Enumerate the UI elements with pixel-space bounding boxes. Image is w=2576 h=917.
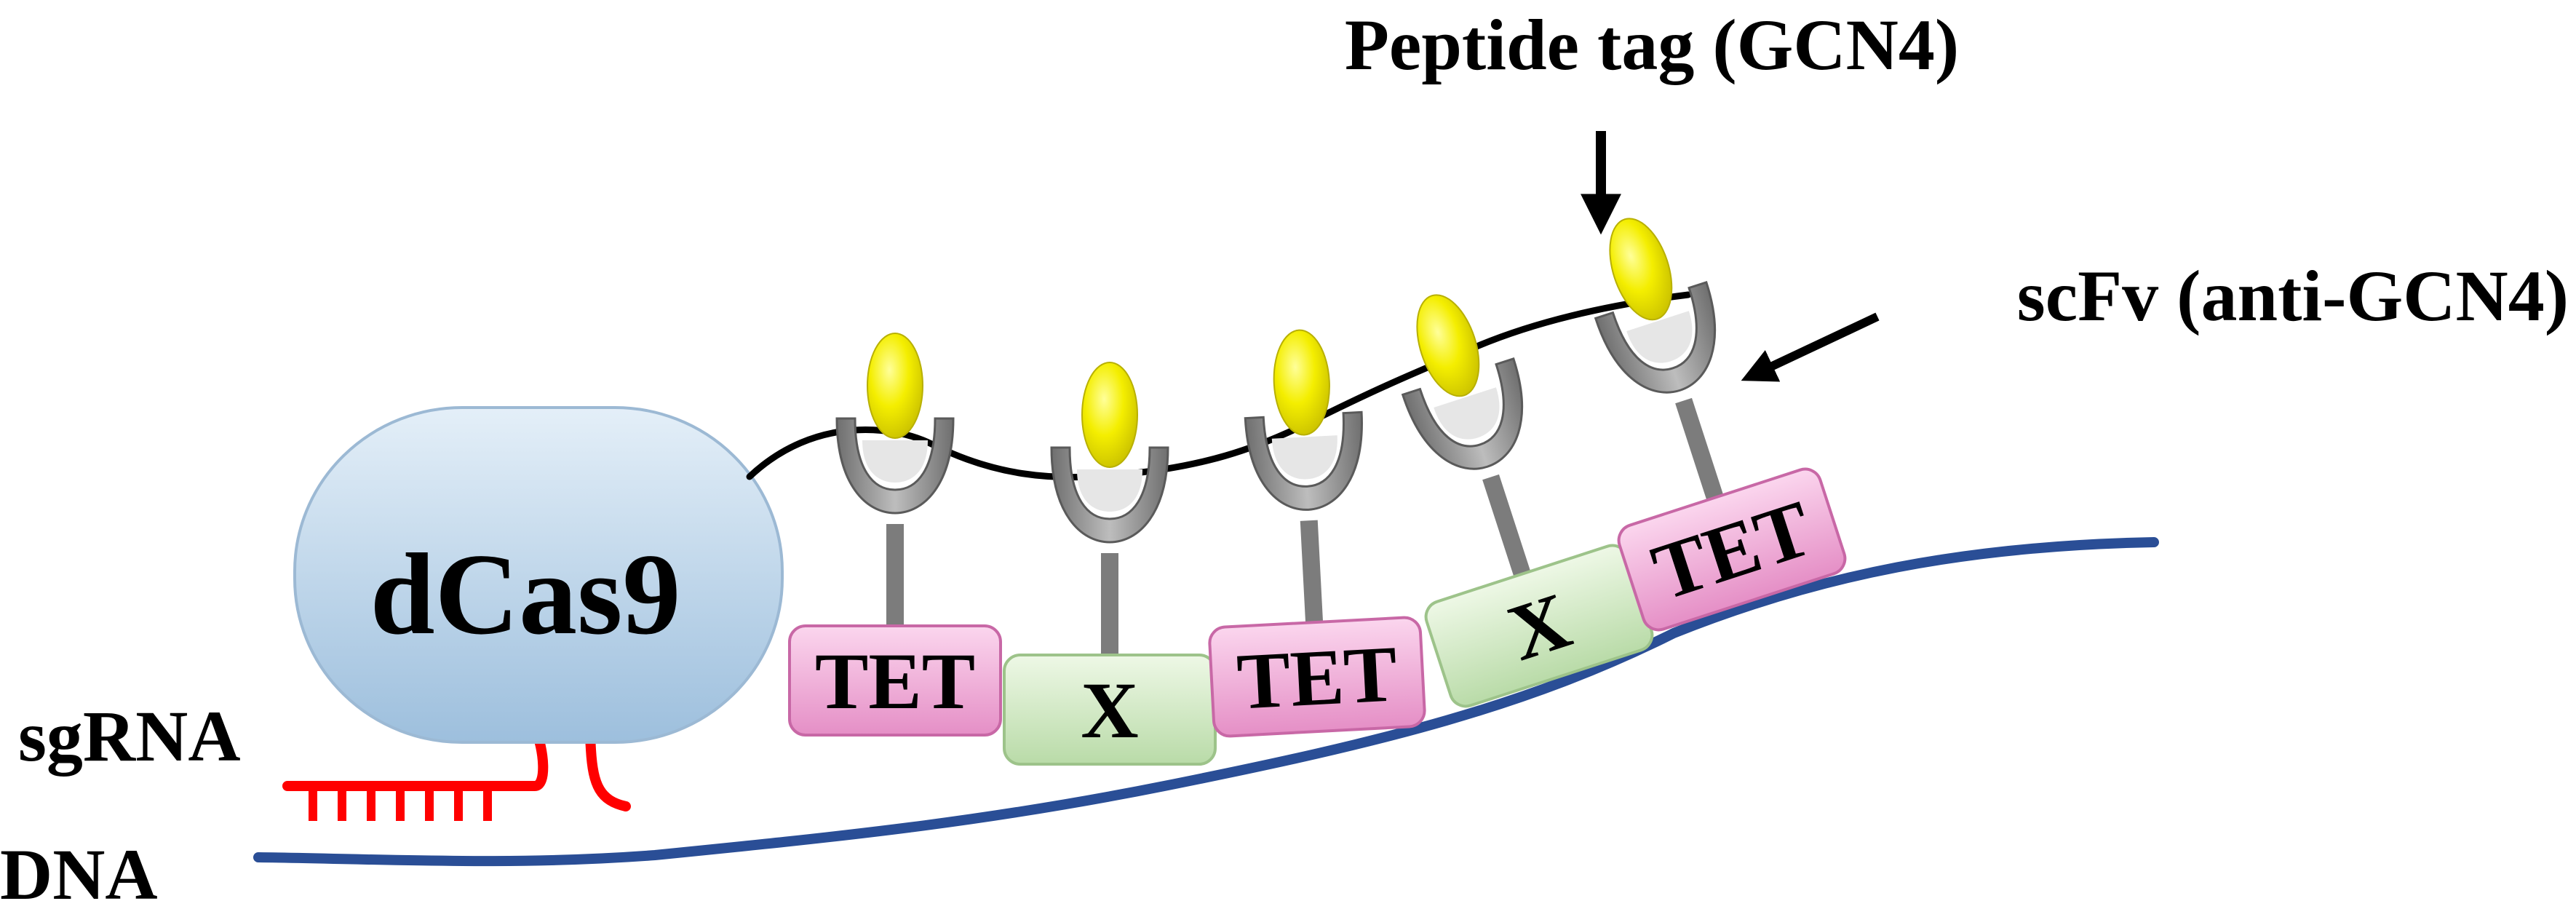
tet-effector-box: [788, 624, 1002, 737]
effector-assembly-3: TET: [1208, 329, 1426, 738]
scfv-binding-pocket: [1271, 435, 1337, 480]
scfv-arrow: [1741, 312, 1880, 382]
gcn4-peptide-tag-icon: [867, 333, 923, 439]
peptide-linker-chain: [746, 291, 1692, 481]
scfv-stem: [1482, 474, 1533, 584]
scfv-antibody-icon: [1244, 410, 1363, 511]
scfv-label: scFv (anti-GCN4): [2017, 255, 2569, 336]
peptide-tag-label: Peptide tag (GCN4): [1345, 4, 1959, 85]
gcn4-peptide-tag-icon: [1609, 218, 1673, 321]
gcn4-peptide-tag-icon: [1273, 329, 1330, 436]
effector-assembly-4: X: [1401, 294, 1654, 708]
dcas9-protein: [293, 406, 784, 744]
gcn4-peptide-tag-icon: [1416, 294, 1480, 397]
scfv-stem: [1675, 397, 1726, 507]
scfv-stem: [886, 524, 904, 633]
scfv-antibody-icon: [1050, 446, 1169, 544]
scfv-antibody-icon: [1401, 357, 1524, 470]
tet-effector-box: [1208, 616, 1426, 738]
effector-label: X: [1081, 666, 1138, 755]
dna-label: DNA: [0, 834, 158, 915]
scfv-antibody-icon: [1594, 281, 1717, 394]
scfv-stem: [1101, 553, 1118, 662]
effector-assembly-2: X: [1003, 362, 1217, 766]
scfv-antibody-icon: [835, 417, 955, 515]
scfv-binding-pocket: [862, 440, 928, 483]
dna-strand: [253, 537, 2159, 867]
tet-effector-box: [1617, 467, 1847, 632]
scfv-binding-pocket: [1434, 387, 1500, 440]
scfv-binding-pocket: [1077, 469, 1142, 512]
scfv-binding-pocket: [1626, 311, 1693, 363]
effector-label: TET: [815, 637, 975, 726]
gcn4-peptide-tag-icon: [1081, 362, 1138, 468]
effector-assembly-1: TET: [788, 333, 1002, 737]
effector-label: TET: [1235, 629, 1399, 726]
dcas9-label: dCas9: [370, 529, 681, 659]
sgrna-label: sgRNA: [18, 696, 241, 777]
scfv-stem: [1300, 520, 1324, 630]
